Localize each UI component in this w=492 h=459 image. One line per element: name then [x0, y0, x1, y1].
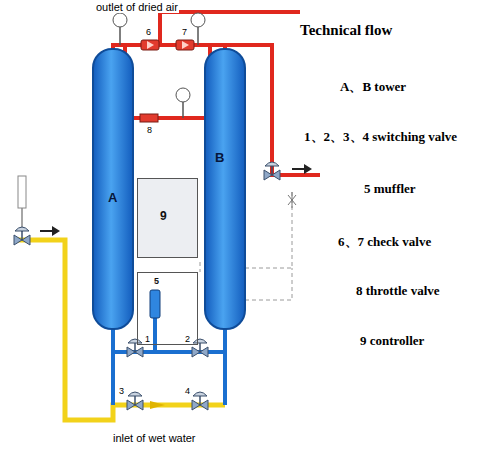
adsorption-tower: A: [92, 48, 134, 330]
inlet-indicator: [18, 176, 26, 208]
key-entry: A、B tower: [340, 78, 406, 96]
muffler: [150, 290, 160, 318]
pressure-gauge: [113, 13, 127, 27]
callout-number: 6: [145, 27, 152, 37]
flow-arrow: [292, 164, 312, 174]
check-valve: [176, 40, 194, 50]
node-label: B: [215, 150, 224, 165]
outlet-valve: [264, 162, 280, 180]
check-valve: [141, 40, 159, 50]
switching-valve: [192, 392, 208, 410]
callout-number: 3: [118, 386, 125, 396]
node-label: A: [108, 190, 117, 205]
key-entry: 6、7 check valve: [338, 233, 431, 251]
flow-arrow: [150, 401, 165, 409]
pressure-gauge: [176, 88, 190, 102]
callout-number: 4: [184, 386, 191, 396]
inlet-valve: [14, 227, 30, 245]
adsorption-tower: B: [204, 48, 246, 330]
key-entry: 8 throttle valve: [356, 283, 440, 299]
callout-number: 8: [146, 125, 153, 135]
throttle-valve: [140, 114, 158, 122]
key-entry: 9 controller: [360, 333, 424, 349]
switching-valve: [192, 339, 208, 357]
switching-valve: [127, 339, 143, 357]
key-entry: 5 muffler: [364, 181, 416, 197]
controller-box: 9: [137, 178, 198, 258]
key-entry: 1、2、3、4 switching valve: [304, 128, 457, 146]
node-label: 9: [160, 209, 167, 223]
switching-valve: [127, 392, 143, 410]
flow-arrow: [40, 226, 60, 236]
node-label: 5: [154, 276, 159, 286]
outlet-label: outlet of dried air: [95, 1, 179, 13]
pressure-gauge: [191, 13, 205, 27]
callout-number: 7: [181, 27, 188, 37]
callout-number: 2: [184, 334, 191, 344]
diagram-title: Technical flow: [300, 22, 392, 39]
inlet-label: inlet of wet water: [112, 432, 197, 444]
muffler-box: 5: [137, 272, 198, 345]
callout-number: 1: [144, 334, 151, 344]
